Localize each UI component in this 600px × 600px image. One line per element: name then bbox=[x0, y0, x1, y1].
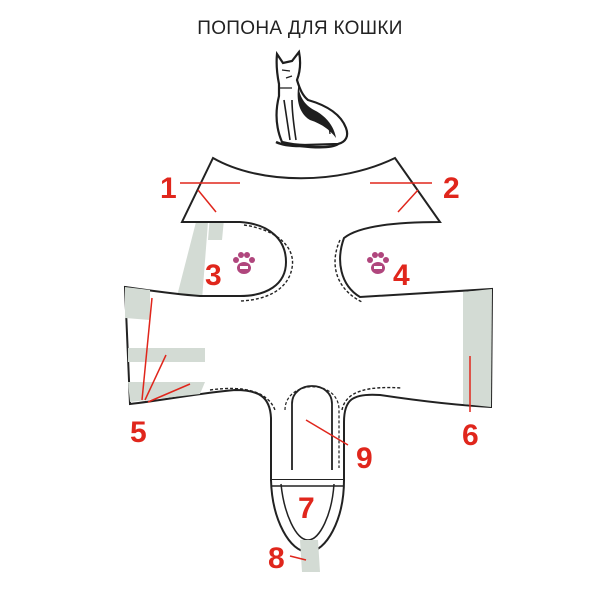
label-8: 8 bbox=[268, 542, 285, 575]
armhole-seam-right bbox=[334, 239, 363, 303]
label-2: 2 bbox=[443, 172, 460, 205]
tape-tunnel bbox=[291, 385, 333, 470]
cat-illustration-icon bbox=[275, 49, 349, 149]
edge-tape-5-bottom bbox=[128, 382, 205, 402]
edge-tape-5-top bbox=[125, 287, 150, 320]
label-1: 1 bbox=[160, 172, 177, 205]
paw-print-icon-right bbox=[367, 252, 389, 274]
label-4: 4 bbox=[393, 259, 410, 292]
armhole-seam-left bbox=[239, 224, 294, 302]
hind-seam-right bbox=[341, 386, 403, 411]
label-3: 3 bbox=[205, 259, 222, 292]
hind-seam-left bbox=[209, 387, 276, 411]
leader-lines bbox=[141, 182, 471, 561]
tape-tunnel-dash bbox=[284, 386, 340, 468]
diagram-title: ПОПОНА ДЛЯ КОШКИ bbox=[197, 18, 403, 39]
edge-tape-6 bbox=[463, 289, 492, 407]
label-6: 6 bbox=[462, 419, 479, 452]
strap-tape-8 bbox=[300, 540, 320, 572]
front-tape-left bbox=[176, 222, 208, 300]
label-5: 5 bbox=[130, 416, 147, 449]
pattern-body-outline bbox=[123, 156, 494, 481]
paw-print-icon-left bbox=[233, 252, 255, 274]
label-7: 7 bbox=[298, 492, 315, 525]
label-9: 9 bbox=[356, 442, 373, 475]
edge-tape-5-mid bbox=[128, 348, 205, 362]
